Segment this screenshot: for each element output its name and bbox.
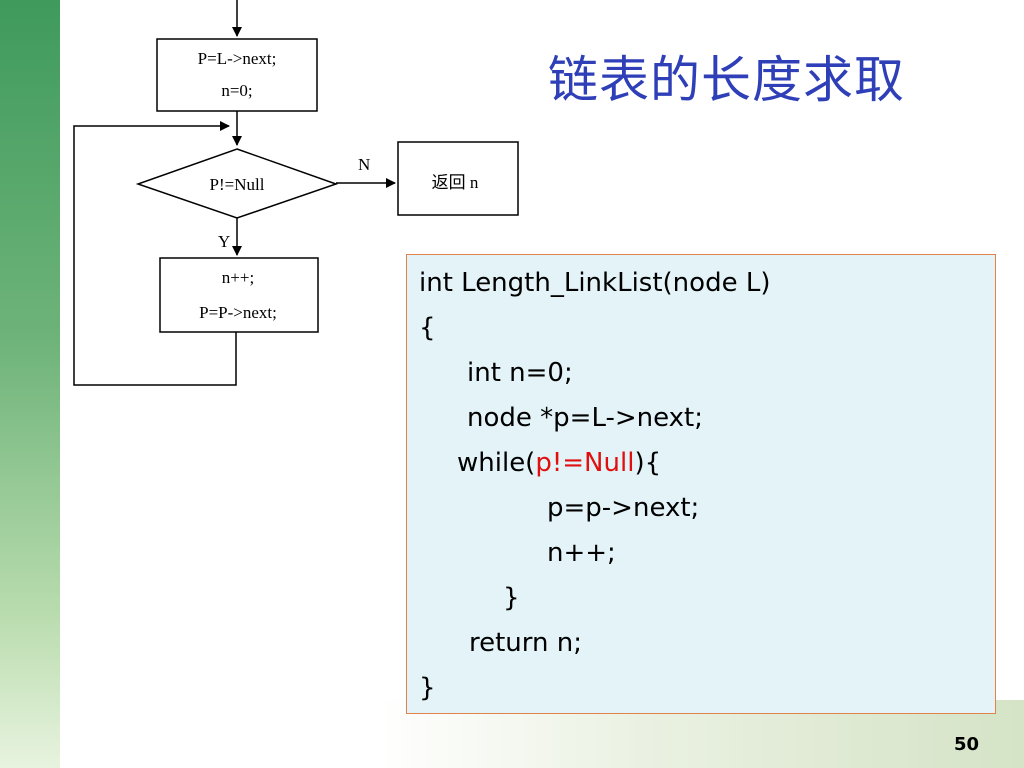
code-line-init-n: int n=0; [467, 358, 573, 388]
no-label: N [358, 155, 370, 174]
loop-body-line-1: n++; [222, 268, 254, 287]
page-number: 50 [954, 734, 980, 755]
code-line-increment: n++; [547, 538, 616, 568]
while-keyword: while( [457, 448, 536, 478]
init-line-1: P=L->next; [198, 49, 277, 68]
code-line-while: while(p!=Null){ [419, 441, 995, 486]
loop-body-line-2: P=P->next; [199, 303, 277, 322]
code-line-signature: int Length_LinkList(node L) [419, 268, 771, 298]
code-block: int Length_LinkList(node L) { int n=0; n… [406, 254, 996, 714]
code-line-return: return n; [469, 628, 583, 658]
code-line-init-p: node *p=L->next; [467, 403, 703, 433]
return-label: 返回 n [432, 173, 479, 192]
code-line-close-while: } [503, 583, 520, 613]
code-line-open-brace: { [419, 313, 436, 343]
loop-back-arrow [73, 121, 237, 386]
page-title: 链表的长度求取 [548, 51, 905, 109]
decision-condition: P!=Null [210, 175, 265, 194]
code-line-advance: p=p->next; [547, 493, 700, 523]
code-line-close-brace: } [419, 673, 436, 703]
side-decoration-band [0, 0, 60, 768]
loop-body-box [159, 257, 319, 333]
init-line-2: n=0; [221, 81, 252, 100]
flowchart: P=L->next; n=0; P!=Null N 返回 n Y n++; P=… [73, 0, 519, 386]
return-box [397, 141, 519, 216]
yes-label: Y [218, 232, 230, 251]
while-condition: p!=Null [535, 448, 635, 478]
while-open: ){ [634, 448, 662, 478]
